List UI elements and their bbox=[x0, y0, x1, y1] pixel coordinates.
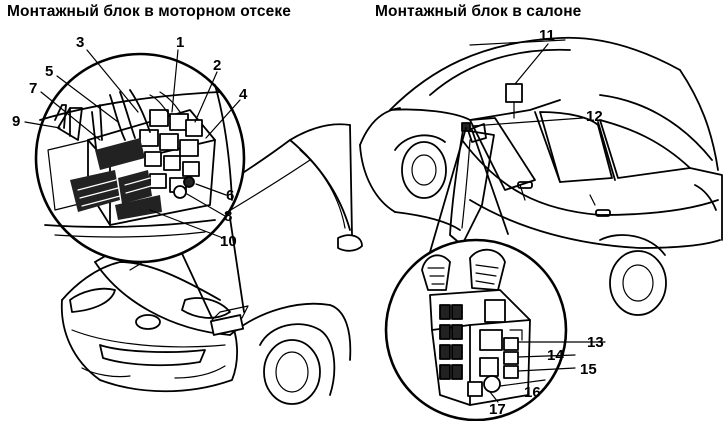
cabin-fuse-box-magnified bbox=[421, 248, 531, 406]
callout-9: 9 bbox=[12, 113, 20, 130]
callout-2: 2 bbox=[213, 57, 221, 74]
callout-13: 13 bbox=[587, 334, 604, 351]
callout-17: 17 bbox=[489, 401, 506, 418]
callout-3: 3 bbox=[76, 34, 84, 51]
callout-7: 7 bbox=[29, 80, 37, 97]
engine-compartment-title: Монтажный блок в моторном отсеке bbox=[7, 3, 291, 20]
callout-15: 15 bbox=[580, 361, 597, 378]
right-car-illustration bbox=[359, 36, 723, 421]
callout-8: 8 bbox=[224, 208, 232, 225]
cabin-title: Монтажный блок в салоне bbox=[375, 3, 582, 20]
callout-10: 10 bbox=[220, 233, 237, 250]
callout-6: 6 bbox=[226, 187, 234, 204]
callout-16: 16 bbox=[524, 384, 541, 401]
callout-4: 4 bbox=[239, 86, 248, 103]
callout-5: 5 bbox=[45, 63, 53, 80]
callout-11: 11 bbox=[539, 27, 555, 44]
left-car-illustration bbox=[24, 49, 363, 405]
engine-fuse-strip bbox=[70, 138, 162, 220]
callout-14: 14 bbox=[547, 347, 564, 364]
callout-1: 1 bbox=[176, 34, 184, 51]
callout-12: 12 bbox=[586, 108, 603, 125]
engine-relay-block bbox=[139, 109, 203, 193]
